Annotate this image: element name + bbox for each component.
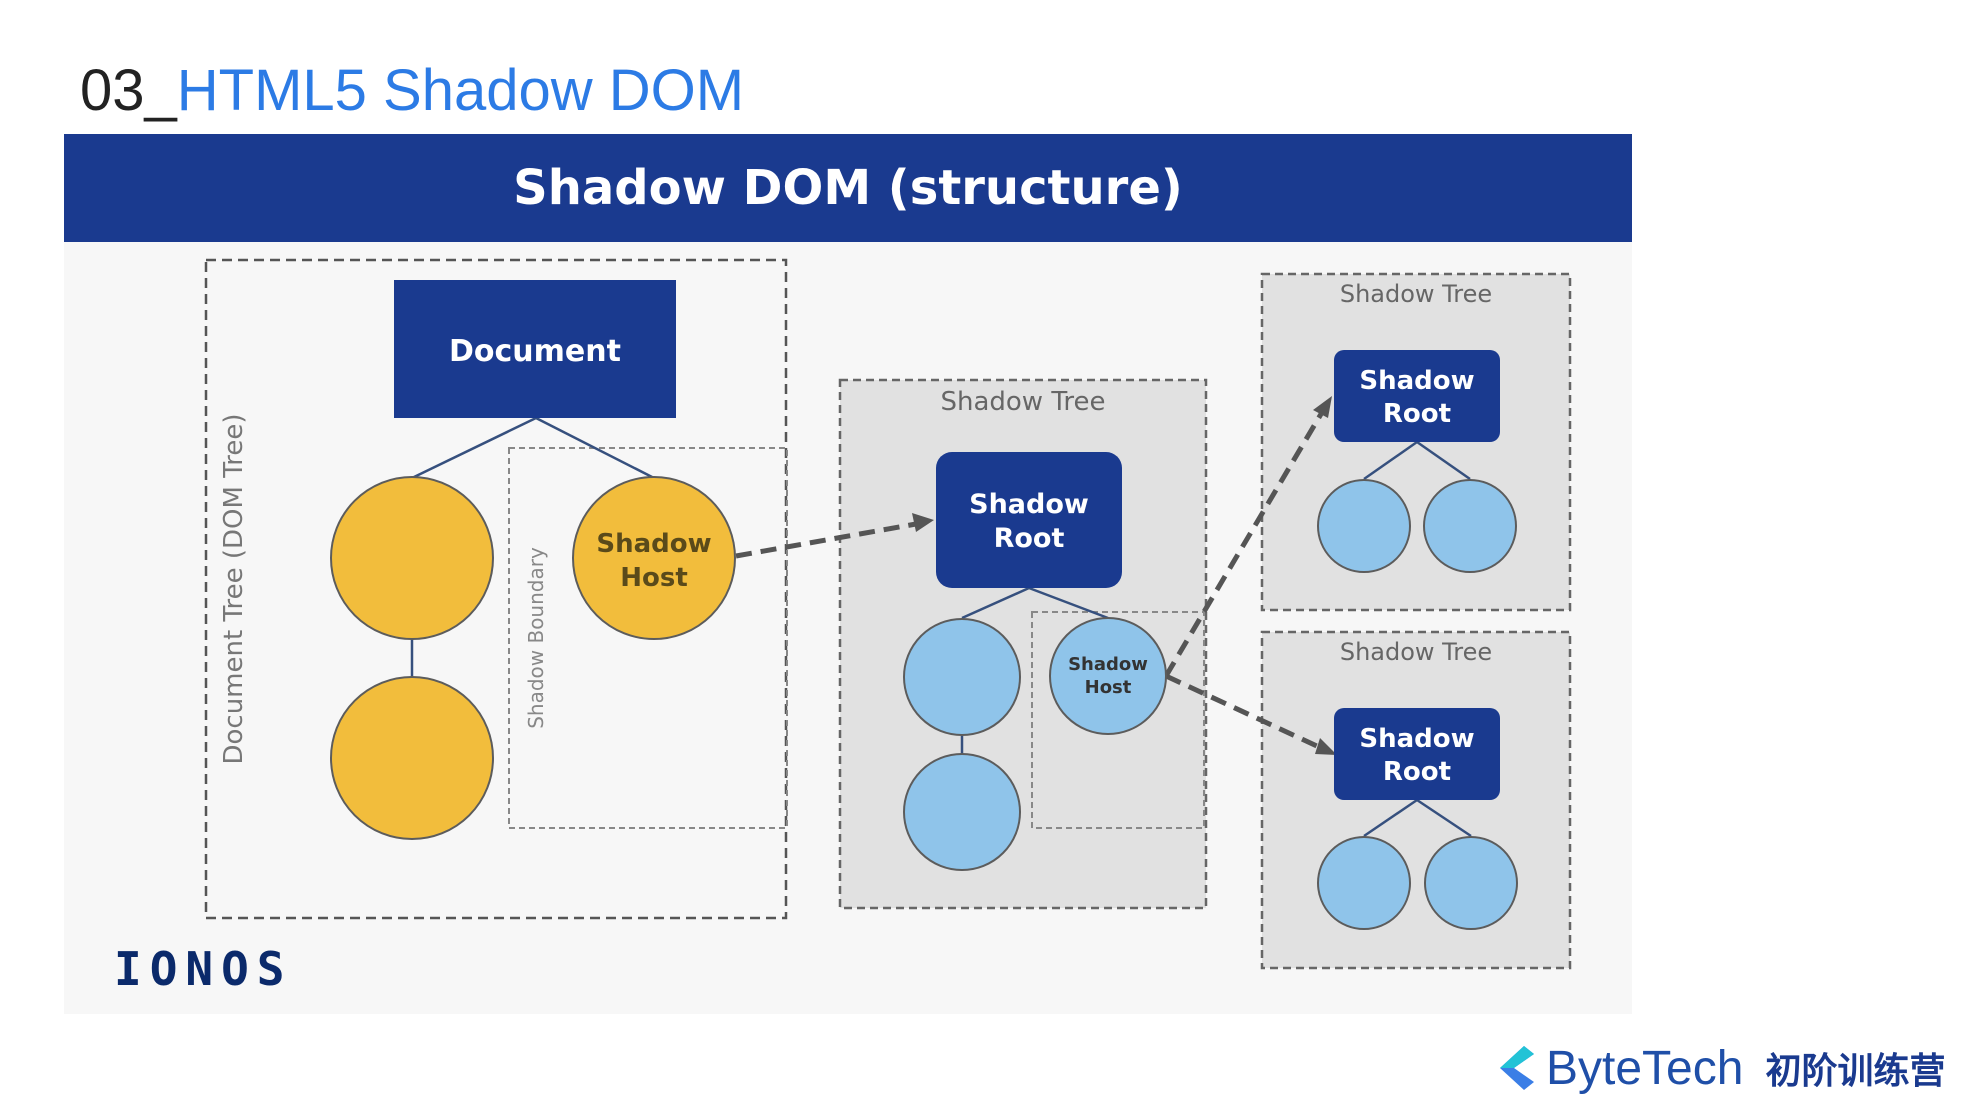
shadow-tree-label-2: Shadow Tree (1340, 280, 1492, 308)
bytetech-branding: ByteTech 初阶训练营 (1500, 1036, 1945, 1100)
edge-root3-left (1363, 798, 1418, 838)
shadow-tree-3-node-right (1424, 836, 1518, 930)
shadow-root-3 (1334, 708, 1500, 800)
slide-heading: HTML5 Shadow DOM (176, 58, 745, 123)
shadow-tree-3-node-left (1317, 836, 1411, 930)
arrow-host-to-root-2 (1163, 412, 1324, 678)
edge-root2-left (1363, 440, 1418, 481)
document-tree-label: Document Tree (DOM Tree) (219, 413, 249, 764)
nested-shadow-boundary (1031, 611, 1205, 829)
shadow-tree-label-3: Shadow Tree (1340, 638, 1492, 666)
shadow-host-node (572, 476, 736, 640)
arrowhead-2 (1313, 396, 1332, 418)
dom-node-child (330, 676, 494, 840)
shadow-boundary-label: Shadow Boundary (524, 547, 548, 729)
arrowhead-3 (1315, 738, 1337, 755)
edge-root1-to-host (1028, 586, 1109, 620)
nested-shadow-host-node (1049, 617, 1167, 735)
shadow-dom-figure: Shadow DOM (structure) (64, 134, 1632, 1014)
shadow-node-child (903, 753, 1021, 871)
document-node (394, 280, 676, 418)
edge-document-to-node (411, 416, 537, 480)
ionos-logo: IONOS (114, 942, 293, 996)
edge-root1-to-node (961, 586, 1030, 620)
arrowhead-1 (912, 513, 934, 532)
shadow-boundary (508, 447, 788, 829)
shadow-tree-2-node-left (1317, 479, 1411, 573)
figure-banner: Shadow DOM (structure) (64, 134, 1632, 242)
slide-title: 03_HTML5 Shadow DOM (80, 55, 744, 127)
edge-root2-right (1416, 440, 1471, 481)
edge-document-to-shadow-host (535, 416, 655, 480)
dom-node (330, 476, 494, 640)
shadow-tree-2-node-right (1423, 479, 1517, 573)
shadow-root-1 (936, 452, 1122, 588)
bytetech-logo-icon (1500, 1046, 1534, 1090)
brand-program: 初阶训练营 (1765, 1051, 1946, 1092)
shadow-root-2 (1334, 350, 1500, 442)
arrow-host-to-root-3 (1164, 673, 1321, 750)
brand-name: ByteTech (1546, 1041, 1744, 1095)
document-tree-boundary (204, 258, 788, 920)
edge-root3-right (1416, 798, 1472, 838)
document-node-label: Document (449, 334, 621, 369)
slide-number: 03_ (80, 58, 177, 123)
shadow-tree-label-1: Shadow Tree (940, 387, 1105, 417)
shadow-node (903, 618, 1021, 736)
arrow-host-to-root-1 (735, 521, 917, 559)
